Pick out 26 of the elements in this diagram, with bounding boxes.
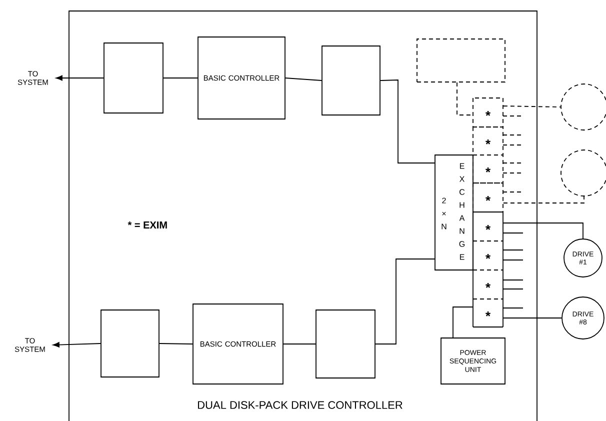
exchange-box: 2×N EXCHANGE xyxy=(434,154,474,270)
empty-box xyxy=(322,46,380,116)
legend-note: * = EXIM xyxy=(128,222,167,228)
connector xyxy=(159,343,193,344)
exim-box: * xyxy=(472,298,504,328)
connector xyxy=(375,258,435,344)
empty-box xyxy=(104,42,164,114)
exim-box: * xyxy=(472,270,504,300)
connector xyxy=(380,80,435,164)
connector xyxy=(52,342,101,348)
connector xyxy=(503,196,584,204)
connector xyxy=(456,82,473,116)
exim-box: * xyxy=(472,212,504,242)
exim-box: * xyxy=(472,98,504,128)
connector xyxy=(503,222,584,239)
exim-box: * xyxy=(472,154,504,184)
exim-box: * xyxy=(472,126,504,156)
empty-box xyxy=(316,310,376,378)
connector xyxy=(285,78,322,81)
connector xyxy=(56,75,104,81)
exim-box: * xyxy=(472,182,504,212)
empty-box xyxy=(100,310,160,378)
connector xyxy=(452,306,473,338)
empty-box xyxy=(416,38,506,82)
exim-box: * xyxy=(472,240,504,270)
connector xyxy=(503,106,561,108)
